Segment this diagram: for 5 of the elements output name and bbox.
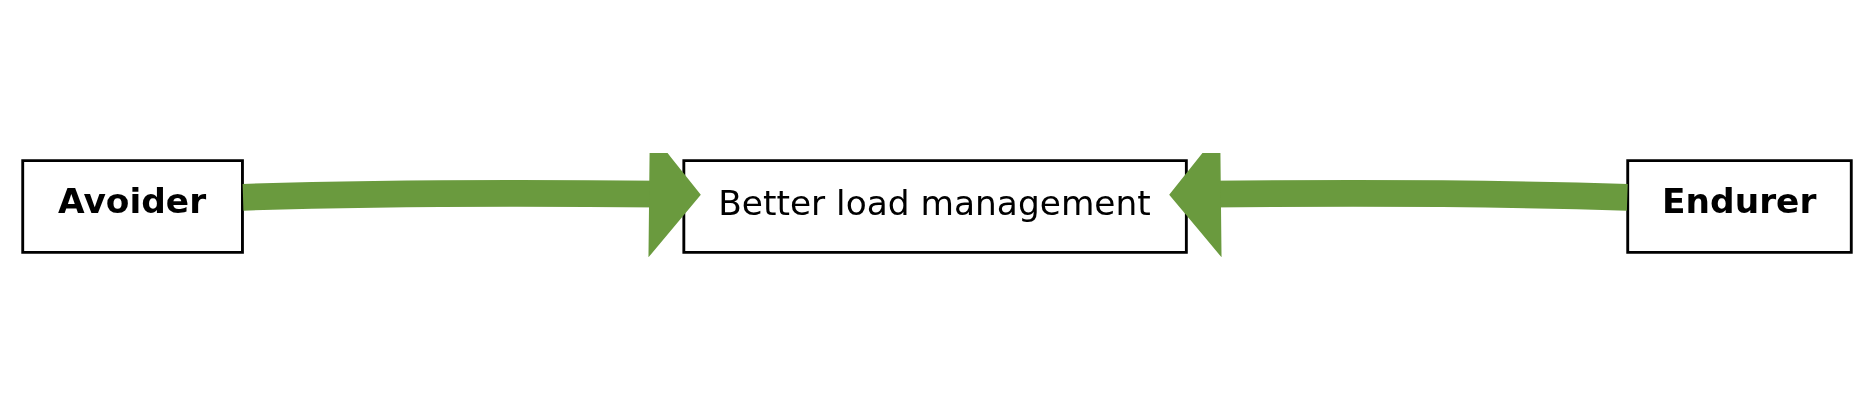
node-box: Better load management (682, 158, 1188, 254)
arrow (242, 152, 701, 257)
node-box: Endurer (1626, 158, 1853, 254)
arrow (1169, 152, 1628, 257)
node-box: Avoider (21, 158, 244, 254)
